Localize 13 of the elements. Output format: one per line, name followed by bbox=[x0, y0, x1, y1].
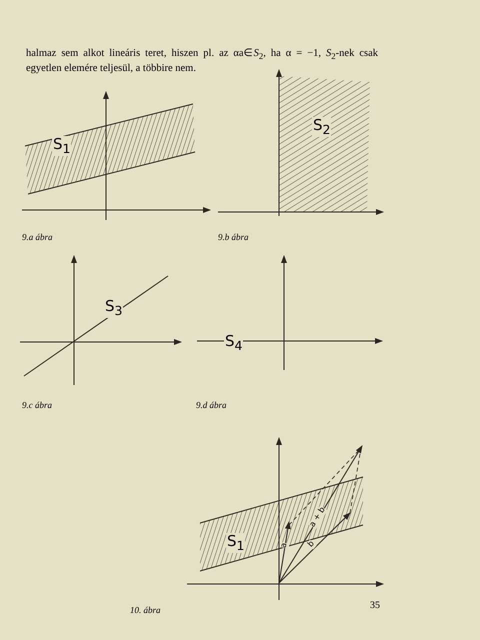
set-label: S$_{3}$ bbox=[104, 298, 124, 318]
set-label: S$_{4}$ bbox=[224, 333, 244, 353]
figure-caption: 9.d ábra bbox=[196, 401, 227, 411]
vector-label: b bbox=[306, 540, 316, 550]
page-number: 35 bbox=[370, 600, 380, 611]
set-label: S$_{2}$ bbox=[312, 117, 332, 137]
figure-caption: 9.a ábra bbox=[22, 233, 53, 243]
figure-caption: 9.b ábra bbox=[218, 233, 249, 243]
set-label: S$_{1}$ bbox=[226, 533, 246, 553]
figure-caption: 10. ábra bbox=[130, 606, 161, 616]
figure-caption: 9.c ábra bbox=[22, 401, 52, 411]
body-text: halmaz sem alkot lineáris teret, hiszen pl. az αa∈S$_{2}$, ha α = −1, S$_{2}$-nek csak egyetlen elemére teljesül, a többire nem. bbox=[26, 47, 378, 76]
set-label: S$_{1}$ bbox=[52, 136, 72, 156]
